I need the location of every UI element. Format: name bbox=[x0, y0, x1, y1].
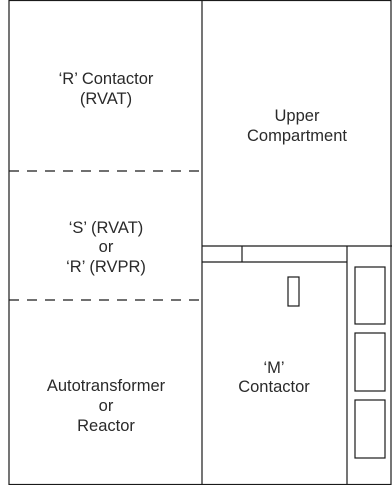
s-contactor-label-line2: or bbox=[99, 238, 114, 256]
r-contactor-label-line2: (RVAT) bbox=[80, 90, 132, 108]
autotransformer-label-line1: Autotransformer bbox=[47, 377, 166, 395]
control-box-3 bbox=[354, 399, 386, 459]
s-contactor-label-line1: ‘S’ (RVAT) bbox=[69, 219, 144, 237]
control-box-2 bbox=[354, 332, 386, 392]
link-symbol bbox=[287, 276, 300, 307]
s-contactor-label-line3: ‘R’ (RVPR) bbox=[66, 258, 146, 276]
autotransformer-label-line3: Reactor bbox=[77, 417, 135, 435]
control-box-1 bbox=[354, 266, 386, 325]
upper-compartment-label-line2: Compartment bbox=[247, 127, 347, 145]
m-contactor-label-line1: ‘M’ bbox=[263, 359, 284, 377]
m-contactor-label-line2: Contactor bbox=[238, 378, 310, 396]
upper-compartment-label-line1: Upper bbox=[275, 107, 320, 125]
r-contactor-label-line1: ‘R’ Contactor bbox=[59, 70, 154, 88]
autotransformer-label-line2: or bbox=[99, 397, 114, 415]
